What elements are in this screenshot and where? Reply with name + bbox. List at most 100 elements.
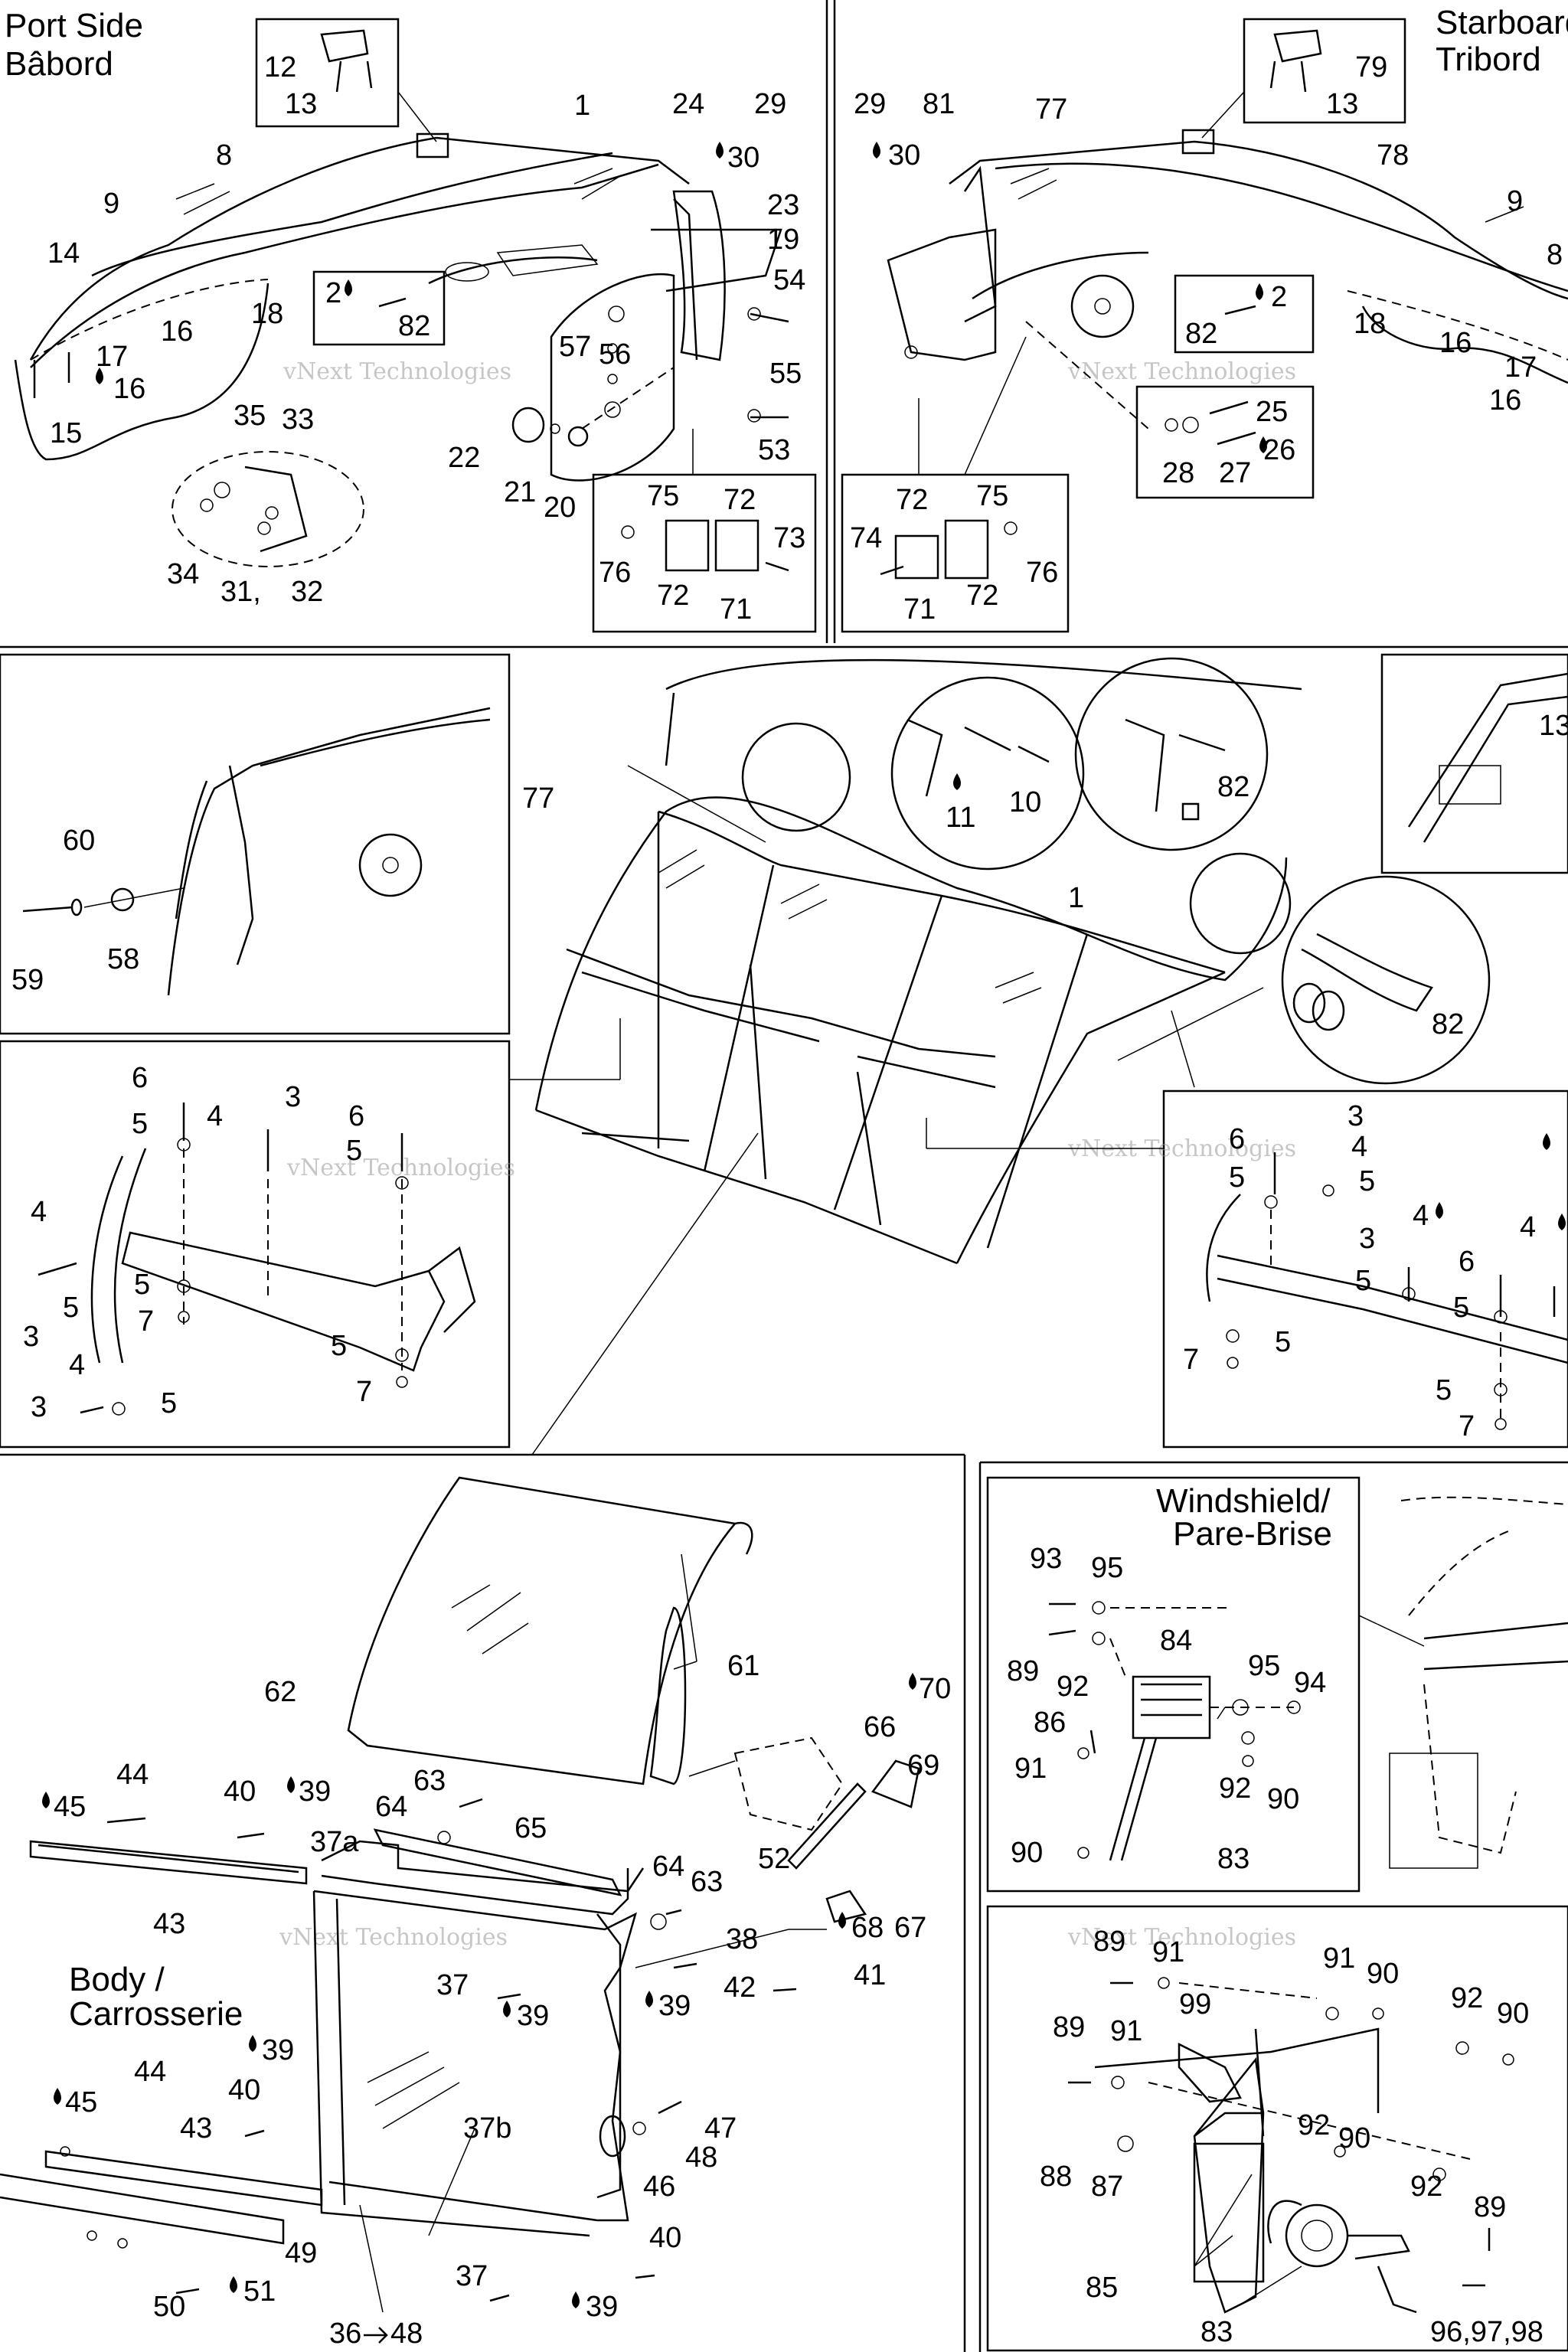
callout-13: 13 [285,88,317,120]
callout-s29: 29 [854,88,886,120]
callout-w45b: 45 [65,2086,97,2118]
callout-w39c: 39 [658,1990,691,2022]
watermark-1: vNext Technologies [283,358,511,385]
box-screw-detail [22,707,491,996]
callout-r3: 3 [1348,1100,1364,1132]
callout-s76: 76 [1026,557,1058,589]
callout-k99: 99 [1179,1988,1211,2020]
callout-labels: 1 8 9 12 13 14 15 16 16 17 18 2 82 24 29… [11,51,1568,2350]
callout-r5f: 5 [1436,1374,1452,1406]
callout-l4b: 4 [31,1196,47,1228]
drop-icon [838,1912,846,1929]
callout-k92c: 92 [1451,1982,1483,2014]
windshield-assembly-view [509,657,1568,1455]
drop-icon [249,2035,256,2052]
callout-s74: 74 [850,522,882,554]
callout-s75: 75 [976,480,1008,512]
callout-l6b: 6 [348,1100,364,1132]
callout-s79: 79 [1355,51,1387,83]
callout-w39e: 39 [586,2291,618,2323]
callout-s81: 81 [923,88,955,120]
callout-w39b: 39 [517,2000,549,2032]
callout-r5c: 5 [1355,1265,1371,1297]
callout-m60: 60 [63,825,95,857]
callout-r4b: 4 [1413,1200,1429,1232]
callout-l6: 6 [132,1062,148,1094]
callout-k91: 91 [1014,1753,1047,1785]
callout-s82: 82 [1185,318,1217,350]
callout-w69: 69 [907,1749,939,1782]
callout-s27: 27 [1219,457,1251,489]
callout-35: 35 [234,400,266,432]
callout-r3b: 3 [1359,1223,1375,1255]
drop-icon [1256,283,1263,300]
callout-32: 32 [291,576,323,608]
callout-l5e: 5 [331,1330,347,1362]
drop-icon [645,1991,653,2007]
callout-k83: 83 [1217,1843,1250,1875]
callout-k83b: 83 [1200,2316,1233,2348]
callout-s18: 18 [1354,308,1386,340]
callout-72: 72 [724,484,756,516]
callout-r7b: 7 [1459,1410,1475,1442]
windshield-exploded-view [0,1476,920,2313]
callout-w45: 45 [54,1791,86,1823]
watermarks: vNext Technologies vNext Technologies vN… [279,358,1296,1951]
callout-m1: 1 [1068,882,1084,914]
callout-w52: 52 [758,1843,790,1875]
callout-k90d: 90 [1497,1998,1529,2030]
drop-icon [230,2276,237,2293]
callout-w65: 65 [514,1812,547,1844]
drop-icon [909,1673,916,1690]
callout-72-lower: 72 [657,580,689,612]
callout-k90e: 90 [1338,2122,1370,2154]
callout-k92: 92 [1057,1671,1089,1703]
callout-m59: 59 [11,964,44,996]
drop-icon [287,1776,295,1793]
callout-l5f: 5 [161,1387,177,1419]
callout-1: 1 [574,90,590,122]
callout-w67: 67 [894,1912,926,1944]
callout-s28: 28 [1162,457,1194,489]
callout-r4: 4 [1351,1131,1367,1163]
title-windshield: Windshield/ [1156,1482,1331,1520]
callout-34: 34 [167,558,199,590]
callout-l4c: 4 [69,1349,85,1381]
callout-l7: 7 [138,1305,154,1338]
callout-w40b: 40 [228,2074,260,2106]
callout-k91b: 91 [1152,1936,1184,1968]
callout-14: 14 [47,237,80,270]
callout-w64: 64 [375,1791,407,1823]
callout-l3: 3 [285,1081,301,1113]
callout-9: 9 [103,188,119,220]
callout-r4c: 4 [1520,1211,1536,1243]
callout-71: 71 [720,593,752,626]
callout-m82b: 82 [1432,1008,1464,1040]
callout-r6b: 6 [1459,1246,1475,1278]
drop-icon [42,1792,50,1808]
callout-l3b: 3 [23,1321,39,1353]
callout-l4: 4 [207,1100,223,1132]
title-body: Body / [69,1961,165,1998]
callout-l3c: 3 [31,1391,47,1423]
drop-icon [1436,1202,1443,1219]
callout-k92e: 92 [1410,2171,1442,2203]
callout-k89b: 89 [1093,1926,1125,1958]
callout-w42: 42 [724,1971,756,2004]
callout-l5b: 5 [346,1135,362,1167]
callout-s77: 77 [1035,93,1067,126]
callout-w48b: 48 [390,2318,423,2350]
callout-k89d: 89 [1474,2191,1506,2223]
callout-12: 12 [264,51,296,83]
callout-16: 16 [113,373,145,405]
callout-k89: 89 [1007,1655,1039,1687]
drop-icon [716,142,724,158]
callout-w43: 43 [153,1908,185,1940]
callout-r5e: 5 [1275,1326,1291,1358]
title-starboard: Starboard [1436,4,1568,41]
callout-s17: 17 [1504,351,1537,384]
callout-s71: 71 [903,593,936,626]
callout-21: 21 [504,476,536,508]
callout-w63: 63 [413,1765,446,1797]
drop-icon [96,368,103,384]
